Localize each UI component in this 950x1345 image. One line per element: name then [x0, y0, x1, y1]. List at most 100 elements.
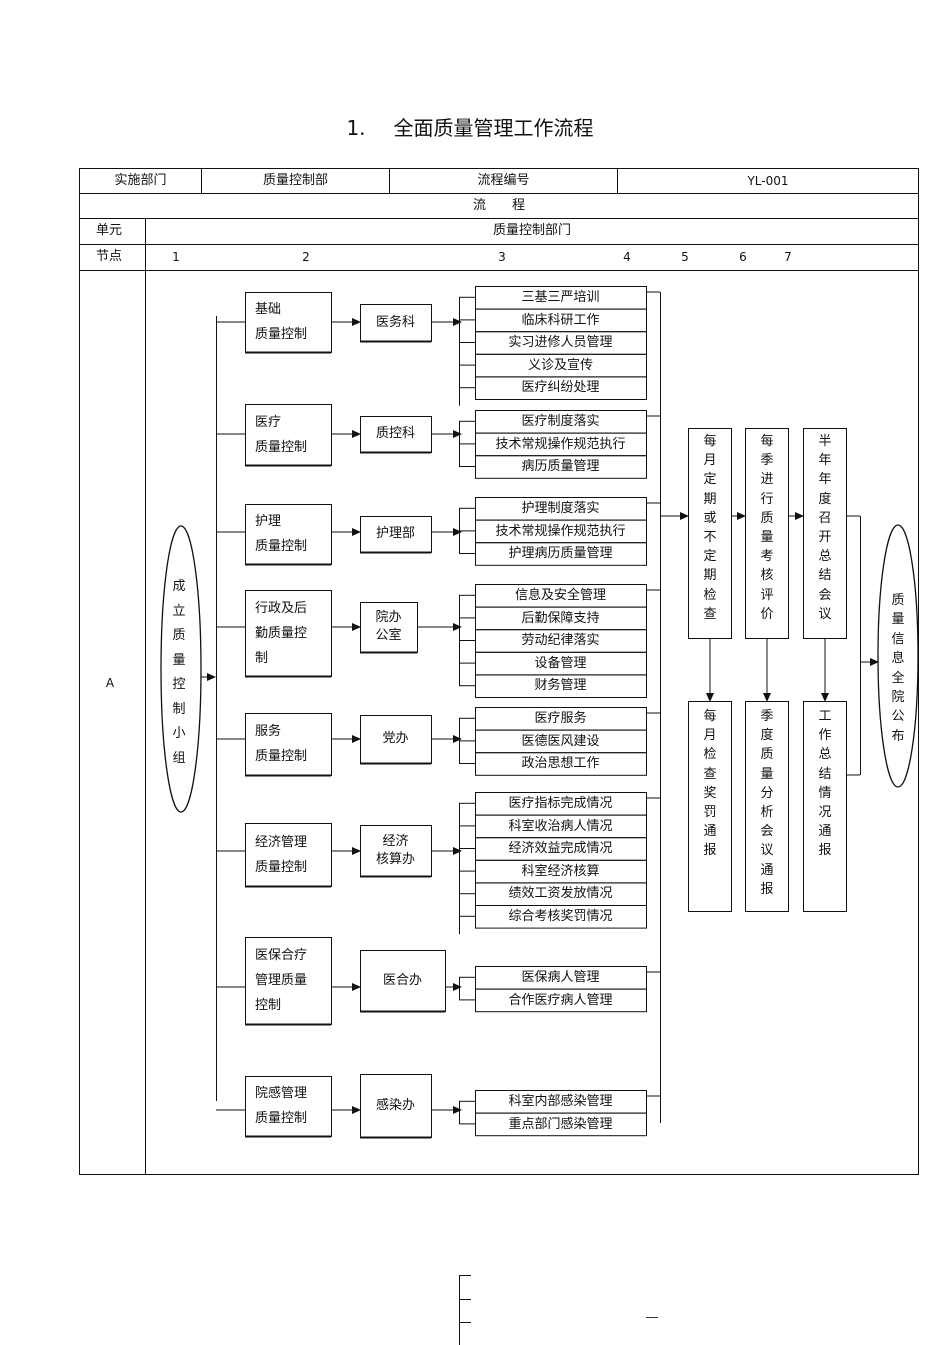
dept-text-2: 质控科 [360, 416, 431, 452]
control-line: 行政及后 [255, 600, 308, 616]
task-box-7-2 [475, 988, 647, 1013]
control-line: 控制 [255, 998, 282, 1013]
control-line: 医疗 [255, 414, 282, 430]
unit-label: 单元 [96, 223, 123, 238]
flow-no-label: 流程编号 [477, 173, 530, 188]
control-line: 管理质量 [255, 973, 308, 988]
step-bottom-text-1: 每月检查奖罚通报 [703, 709, 717, 859]
dept-text-8: 感染办 [360, 1074, 431, 1137]
step-top-text-2: 每季进行质量考核评价 [760, 434, 774, 622]
control-text-8: 院感管理质量控制 [255, 1076, 327, 1136]
dept-line: 核算办 [375, 851, 415, 867]
dept-text-3: 护理部 [360, 516, 431, 552]
control-line: 质量控制 [255, 1111, 308, 1126]
task-text-8-2: 重点部门感染管理 [508, 1116, 613, 1132]
task-text-5-3: 政治思想工作 [521, 756, 600, 772]
task-text-1-4: 义诊及宣传 [527, 357, 593, 373]
step-top-text-3: 半年年度召开总结会议 [818, 434, 832, 622]
task-box-2-3 [475, 455, 647, 479]
node-number-4: 4 [623, 250, 631, 264]
dept-line: 经济 [382, 833, 409, 849]
task-text-6-5: 绩效工资发放情况 [508, 886, 613, 902]
dept-text-4: 院办公室 [360, 602, 417, 652]
task-text-2-3: 病历质量管理 [521, 459, 600, 475]
start-oval [160, 525, 202, 813]
control-line: 院感管理 [255, 1086, 308, 1101]
dept-line: 公室 [375, 628, 402, 643]
dept-line: 质控科 [375, 426, 415, 441]
control-text-2: 医疗质量控制 [255, 404, 327, 465]
task-text-2-1: 医疗制度落实 [521, 414, 600, 429]
control-text-5: 服务质量控制 [255, 713, 327, 775]
control-text-1: 基础质量控制 [255, 292, 327, 352]
step-bottom-box-1 [688, 701, 732, 912]
dept-line: 医务科 [375, 314, 415, 330]
dept-line: 感染办 [375, 1097, 415, 1113]
flow-label: 流 程 [472, 198, 525, 213]
control-line: 制 [255, 650, 269, 666]
task-text-6-1: 医疗指标完成情况 [508, 796, 613, 811]
task-text-1-5: 医疗纠纷处理 [521, 380, 600, 396]
task-text-6-2: 科室收治病人情况 [508, 818, 613, 834]
dept-line: 党办 [382, 731, 409, 746]
task-text-4-1: 信息及安全管理 [514, 588, 606, 603]
task-text-7-1: 医保病人管理 [521, 970, 600, 985]
control-text-6: 经济管理质量控制 [255, 823, 327, 886]
node-label: 节点 [96, 249, 123, 264]
task-text-4-4: 设备管理 [534, 655, 587, 671]
end-node-text: 质量信息全院公布 [891, 593, 905, 744]
task-text-3-3: 护理病历质量管理 [508, 546, 613, 562]
title-number: 1. [346, 116, 366, 140]
dept-text-6: 经济核算办 [360, 825, 431, 876]
task-box-6-6 [475, 905, 647, 929]
title-text: 全面质量管理工作流程 [393, 116, 594, 140]
step-top-text-1: 每月定期或不定期检查 [703, 434, 717, 622]
task-text-4-2: 后勤保障支持 [521, 610, 600, 626]
control-text-4: 行政及后勤质量控制 [255, 590, 327, 676]
page-title: 1. 全面质量管理工作流程 [0, 112, 940, 141]
footer-dash: — [645, 1310, 659, 1325]
task-text-8-1: 科室内部感染管理 [508, 1094, 613, 1109]
control-text-7: 医保合疗管理质量控制 [255, 937, 327, 1024]
node-number-3: 3 [498, 250, 506, 264]
control-text-3: 护理质量控制 [255, 504, 327, 564]
task-text-4-5: 财务管理 [534, 678, 587, 694]
end-oval [877, 524, 919, 788]
task-text-4-3: 劳动纪律落实 [521, 633, 600, 649]
impl-dept-label: 实施部门 [114, 173, 167, 188]
task-text-7-2: 合作医疗病人管理 [508, 992, 613, 1008]
step-bottom-box-3 [803, 701, 847, 912]
control-line: 基础 [255, 302, 282, 317]
task-text-1-3: 实习进修人员管理 [508, 335, 613, 351]
node-number-5: 5 [681, 250, 689, 264]
task-box-8-2 [475, 1112, 647, 1137]
task-text-6-4: 科室经济核算 [521, 863, 600, 879]
control-line: 质量控制 [255, 327, 308, 342]
control-line: 医保合疗 [255, 948, 308, 963]
task-text-5-1: 医疗服务 [534, 711, 587, 726]
task-box-3-3 [475, 542, 647, 566]
unit-value: 质量控制部门 [492, 223, 571, 238]
impl-dept-value: 质量控制部 [262, 173, 328, 188]
task-text-2-2: 技术常规操作规范执行 [495, 436, 626, 452]
control-line: 勤质量控 [255, 625, 308, 641]
task-text-6-3: 经济效益完成情况 [508, 841, 613, 857]
control-line: 服务 [255, 724, 282, 739]
task-text-1-2: 临床科研工作 [521, 312, 600, 328]
task-text-1-1: 三基三严培训 [521, 290, 600, 305]
dept-text-5: 党办 [360, 715, 431, 763]
dept-line: 护理部 [375, 526, 415, 541]
task-text-3-2: 技术常规操作规范执行 [495, 523, 626, 539]
step-bottom-text-3: 工作总结情况通报 [818, 709, 832, 859]
flow-no-value: YL-001 [747, 174, 789, 188]
dept-text-7: 医合办 [360, 950, 445, 1011]
control-line: 护理 [255, 514, 282, 529]
control-line: 质量控制 [255, 539, 308, 554]
node-number-2: 2 [302, 250, 310, 264]
control-line: 经济管理 [255, 834, 308, 850]
dept-line: 医合办 [382, 972, 422, 988]
control-line: 质量控制 [255, 859, 308, 875]
task-box-1-5 [475, 376, 647, 400]
control-line: 质量控制 [255, 749, 308, 764]
